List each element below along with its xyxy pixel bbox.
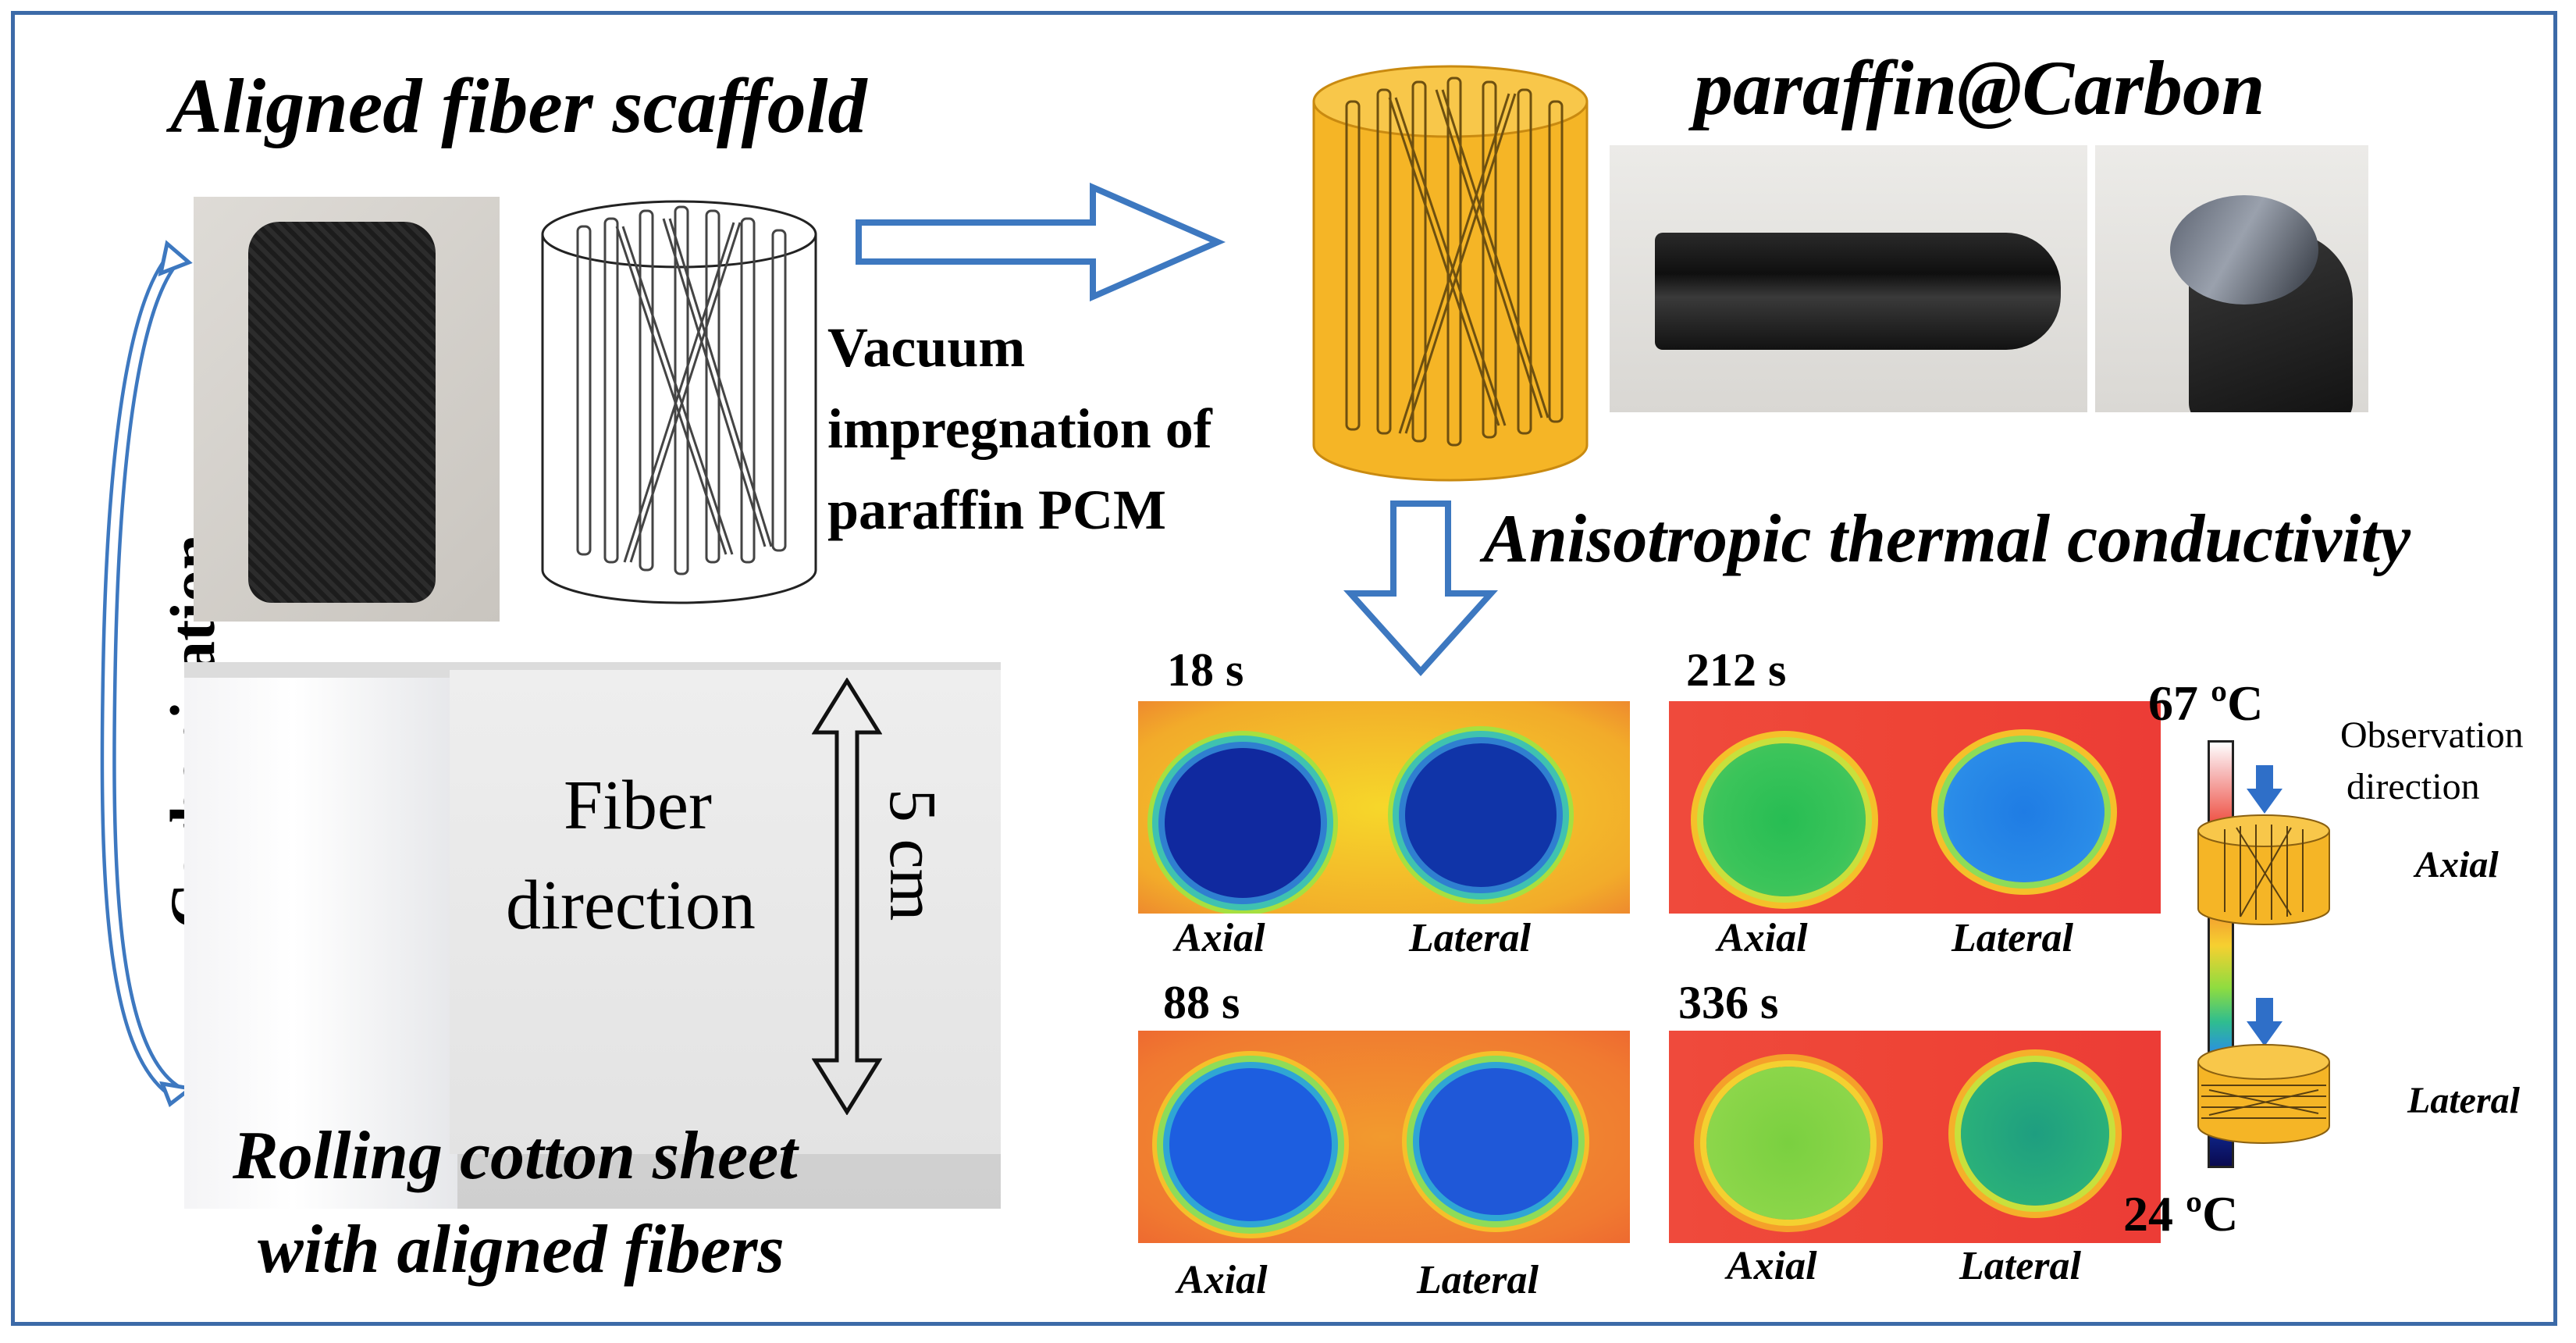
observation-arrow-lateral [2247, 998, 2282, 1046]
paraffin-carbon-side-photo [1610, 145, 2087, 412]
axial-sample [1165, 748, 1321, 898]
panel-time-336s: 336 s [1678, 977, 1779, 1028]
anisotropic-title: Anisotropic thermal conductivity [1483, 501, 2411, 577]
panel-time-88s: 88 s [1163, 977, 1240, 1028]
axial-sample [1706, 1067, 1870, 1220]
figure-frame [11, 11, 2557, 1326]
lateral-sample [1944, 742, 2105, 882]
cotton-sheet [450, 670, 1001, 1154]
axial-label: Axial [1175, 916, 1265, 960]
length-double-arrow [812, 678, 882, 1115]
scaffold-title: Aligned fiber scaffold [170, 62, 867, 149]
observation-line-1: Observation [2340, 714, 2524, 756]
lateral-label: Lateral [1952, 916, 2073, 960]
colorbar-min-label: 24 ºC [2123, 1186, 2239, 1241]
thermal-panel-336s [1669, 1031, 2161, 1243]
lateral-sample [1961, 1062, 2109, 1206]
scaffold-schematic [541, 200, 817, 604]
thermal-panel-88s [1138, 1031, 1630, 1243]
paraffin-carbon-title: paraffin@Carbon [1694, 45, 2265, 131]
lateral-label: Lateral [1409, 916, 1531, 960]
axial-label: Axial [1177, 1258, 1268, 1302]
down-arrow [1343, 501, 1498, 676]
cotton-sheet-photo [184, 662, 1001, 1209]
right-arrow [856, 182, 1226, 302]
legend-lateral-label: Lateral [2407, 1080, 2520, 1121]
colorbar-max-label: 67 ºC [2148, 675, 2264, 731]
axial-sample [1169, 1068, 1332, 1221]
fiber-direction-line-1: Fiber [564, 767, 712, 844]
axial-label: Axial [1727, 1244, 1817, 1288]
carbon-scaffold-roll [248, 222, 436, 603]
observation-line-2: direction [2347, 766, 2480, 807]
cotton-roll [184, 678, 457, 1209]
paraffin-carbon-end-photo [2095, 145, 2368, 412]
axial-label: Axial [1717, 916, 1808, 960]
vacuum-line-3: paraffin PCM [827, 479, 1166, 541]
composite-rod [1655, 233, 2061, 350]
legend-axial-label: Axial [2415, 844, 2499, 885]
vacuum-line-1: Vacuum [827, 316, 1026, 379]
lateral-label: Lateral [1959, 1244, 2081, 1288]
axial-orientation-cylinder [2197, 814, 2330, 925]
thermal-panel-18s [1138, 701, 1630, 914]
panel-time-212s: 212 s [1686, 644, 1787, 696]
fiber-direction-line-2: direction [506, 867, 756, 944]
rolling-line-1: Rolling cotton sheet [233, 1118, 798, 1194]
lateral-orientation-cylinder [2197, 1044, 2330, 1144]
length-label: 5 cm [876, 789, 951, 921]
axial-sample [1703, 743, 1866, 896]
lateral-sample [1405, 743, 1557, 887]
lateral-label: Lateral [1417, 1258, 1539, 1302]
composite-cross-section [2170, 195, 2318, 305]
observation-arrow-axial [2247, 765, 2282, 814]
carbon-scaffold-photo [194, 197, 500, 622]
carbonization-arrow [100, 240, 195, 1108]
paraffin-cylinder [1312, 65, 1589, 482]
vacuum-line-2: impregnation of [827, 397, 1212, 460]
thermal-panel-212s [1669, 701, 2161, 914]
rolling-line-2: with aligned fibers [258, 1212, 785, 1288]
lateral-sample [1419, 1068, 1572, 1215]
panel-time-18s: 18 s [1167, 644, 1244, 696]
